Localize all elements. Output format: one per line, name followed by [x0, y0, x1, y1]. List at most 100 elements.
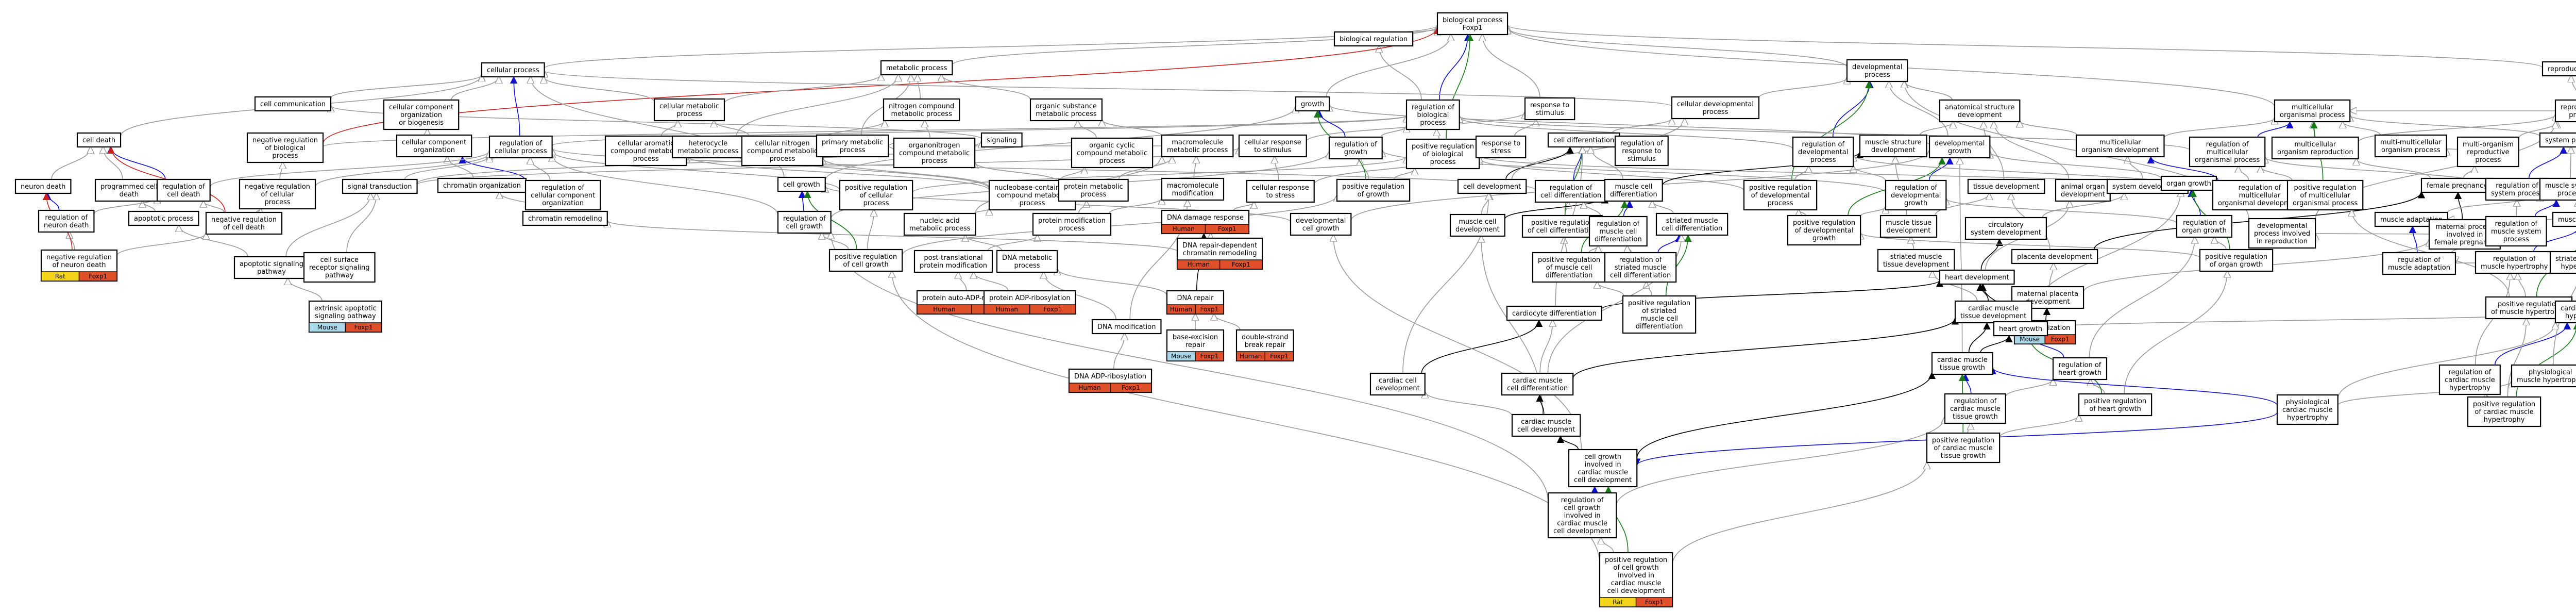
go-term-label: striated muscle: [1666, 217, 1718, 225]
go-term-label: organismal process: [2195, 156, 2260, 164]
relation-edge-is-a: [204, 201, 225, 213]
go-term-label: muscle tissue: [1886, 219, 1931, 227]
go-term-label: heart development: [1945, 274, 2009, 282]
go-term-box: [1877, 249, 1955, 272]
go-term-box: [2485, 177, 2549, 201]
go-term-box: [76, 132, 122, 148]
go-term-label: regulation of: [2496, 182, 2538, 190]
go-term-node: metabolic process: [880, 60, 953, 76]
relation-edge-is-a: [867, 210, 874, 250]
go-term-label: process: [1865, 71, 1890, 79]
go-term-label: of cellular: [261, 191, 294, 199]
go-term-box: [816, 134, 889, 158]
relation-edge-reg: [1961, 373, 1972, 394]
go-term-label: process: [770, 155, 795, 163]
relation-edge-is-a: [2350, 115, 2540, 137]
species-tag-label: Foxp1: [1645, 599, 1664, 606]
go-term-label: cellular response: [1252, 184, 1309, 192]
go-term-label: extrinsic apoptotic: [314, 305, 377, 312]
go-term-label: positive regulation: [1793, 219, 1855, 227]
go-term-label: metabolic process: [1167, 146, 1228, 154]
relation-edge-is-a: [736, 75, 899, 137]
species-tag-label: Human: [933, 306, 955, 313]
species-tag-cell: [2044, 334, 2076, 344]
species-tag-label: Mouse: [317, 324, 337, 331]
go-term-node: heart development: [1939, 269, 2015, 285]
relation-edge-is-a: [315, 153, 489, 187]
go-term-label: regulation of: [499, 140, 542, 147]
go-term-label: positive regulation: [2084, 398, 2146, 405]
go-term-box: [1614, 135, 1669, 167]
go-term-label: cell development: [1553, 527, 1611, 535]
go-term-label: of muscle cell: [1546, 264, 1592, 272]
go-term-box: [1161, 177, 1225, 201]
go-term-label: of striated: [1642, 307, 1676, 315]
go-term-node: DNA modification: [1091, 319, 1162, 335]
go-term-box: [156, 178, 211, 202]
go-term-label: cardiac muscle: [1968, 305, 2019, 312]
go-term-box: [1436, 12, 1509, 36]
go-term-node: reproduction: [2541, 61, 2576, 77]
go-term-label: cellular process: [495, 147, 547, 155]
go-term-label: programmed cell: [100, 183, 158, 191]
relation-edge-is-a: [451, 77, 499, 101]
go-term-box: [1547, 492, 1617, 539]
go-term-box: [1032, 212, 1112, 236]
go-term-label: death: [120, 191, 139, 199]
relation-edge-is-a: [1627, 246, 1632, 253]
go-term-label: double-strand: [1242, 334, 1289, 341]
go-term-label: female pregnancy: [2434, 239, 2495, 246]
relation-edge-is-a: [1507, 25, 2543, 69]
go-term-node: signal transduction: [342, 178, 418, 194]
relation-edge-is-a: [2124, 271, 2227, 394]
go-term-label: protein modification: [1038, 217, 1106, 225]
relation-edge-is-a: [285, 193, 370, 257]
go-term-label: muscle hypertrophy: [2517, 376, 2576, 384]
go-term-label: pathway: [325, 272, 354, 279]
go-term-label: regulation of: [1550, 184, 1592, 192]
relation-edge-is-a: [544, 77, 655, 102]
relation-edge-is-a: [1109, 198, 1162, 214]
go-term-label: organismal process: [2280, 111, 2345, 119]
go-term-label: positive regulation: [1538, 256, 1600, 264]
go-term-label: metabolic process: [677, 147, 739, 155]
go-term-node: apoptotic process: [128, 210, 199, 226]
relation-edge-is-a: [447, 157, 474, 179]
go-term-label: muscle adaptation: [2380, 216, 2443, 224]
go-term-label: process: [2557, 190, 2576, 197]
go-term-label: of muscle hypertrophy: [2491, 308, 2567, 316]
relation-edge-is-a: [2127, 157, 2144, 180]
go-term-label: regulation of: [45, 214, 88, 222]
go-term-label: reproductive: [2467, 148, 2509, 156]
go-term-label: muscle hypertrophy: [2558, 216, 2576, 224]
go-term-label: organization: [413, 146, 455, 154]
go-term-box: [1879, 214, 1938, 238]
relation-edge-is-a: [2163, 118, 2275, 138]
go-term-label: DNA repair: [1177, 294, 1214, 302]
go-term-node: system process: [2539, 132, 2576, 148]
go-term-label: process: [922, 157, 947, 165]
go-term-label: tissue growth: [1941, 452, 1986, 460]
go-term-label: process: [1014, 262, 1040, 270]
go-term-label: multi-organism: [2463, 141, 2514, 148]
go-term-label: organismal process: [2293, 200, 2358, 207]
relation-edge-is-a: [892, 271, 1600, 565]
relation-edge-is-a: [1078, 201, 1087, 214]
go-term-label: stimulus: [1628, 155, 1656, 163]
go-term-box: [2438, 364, 2501, 395]
go-term-label: of cellular: [859, 192, 893, 200]
